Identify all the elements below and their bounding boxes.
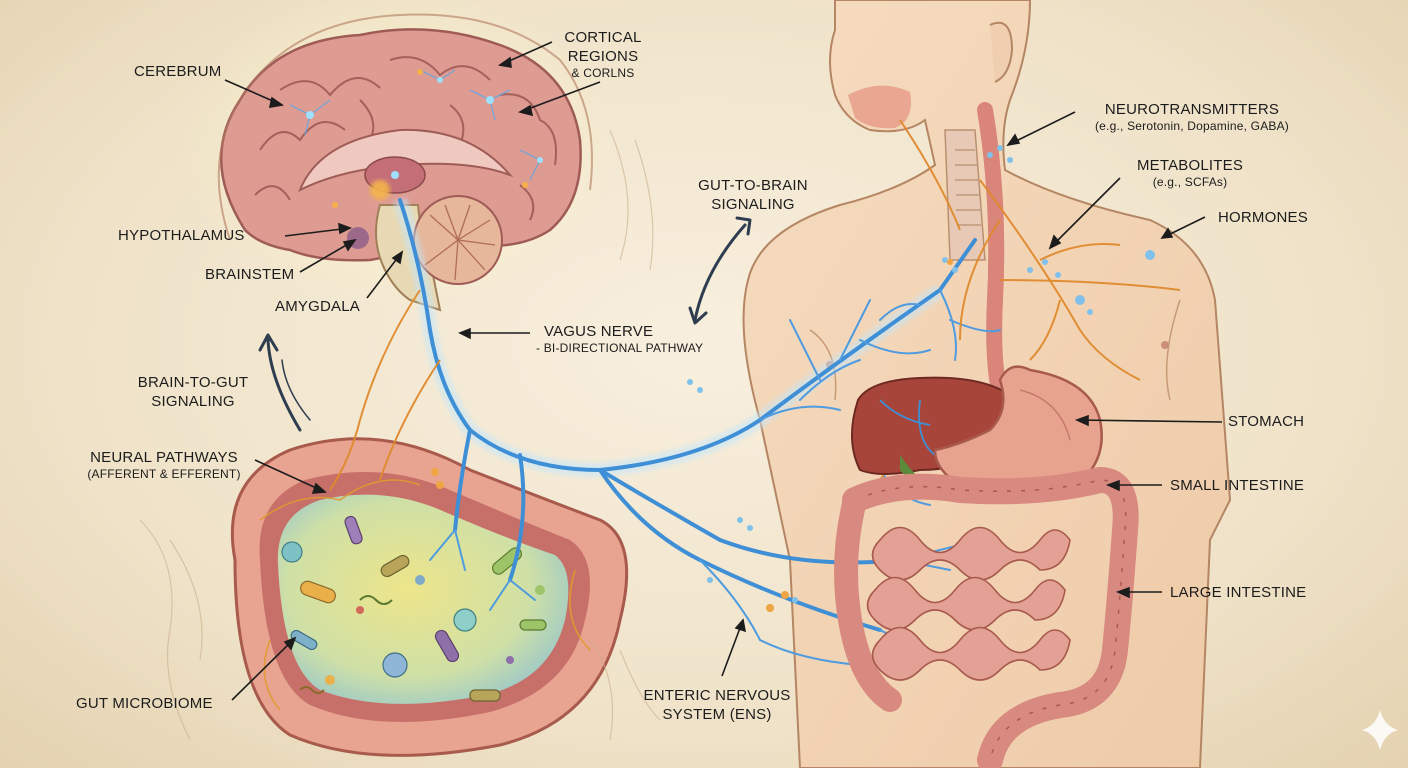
label-neurotransmitters-line2: (e.g., Serotonin, Dopamine, GABA) [1094,119,1290,133]
label-metabolites: METABOLITES (e.g., SCFAs) [1125,156,1255,190]
digestive-organs [834,365,1139,768]
label-neurotransmitters-line1: NEUROTRANSMITTERS [1104,101,1280,118]
brain [180,0,620,312]
label-amygdala: AMYGDALA [275,298,360,315]
leader-arrows [224,41,1223,701]
label-gut-to-brain-line1: GUT-TO-BRAIN [698,177,808,194]
label-vagus-line2: - BI-DIRECTIONAL PATHWAY [536,341,704,355]
label-neurotransmitters: NEUROTRANSMITTERS (e.g., Serotonin, Dopa… [1062,100,1322,134]
label-neural-pathways-line2: (AFFERENT & EFFERENT) [87,467,241,481]
sparkle-icon [1362,710,1398,750]
label-brain-to-gut: BRAIN-TO-GUT SIGNALING [128,373,258,411]
ear [989,21,1014,83]
label-enteric-line2: SYSTEM (ENS) [662,706,772,723]
label-brainstem: BRAINSTEM [205,266,295,283]
label-metabolites-line2: (e.g., SCFAs) [1152,175,1228,189]
label-enteric-line1: ENTERIC NERVOUS [643,687,791,704]
label-cortical-line1: CORTICAL [564,29,642,46]
label-vagus-nerve: VAGUS NERVE - BI-DIRECTIONAL PATHWAY [536,322,703,356]
esophagus [977,102,1008,403]
label-gut-to-brain: GUT-TO-BRAIN SIGNALING [688,176,818,214]
label-vagus-line1: VAGUS NERVE [544,323,654,340]
small-intestine-shape [866,526,1071,681]
label-enteric-nervous-system: ENTERIC NERVOUS SYSTEM (ENS) [632,686,802,724]
mouth-cavity [848,85,911,129]
vagus-nerve [329,119,1181,666]
upward-arrow-icon [258,333,311,432]
label-neural-pathways: NEURAL PATHWAYS (AFFERENT & EFFERENT) [68,448,260,482]
label-large-intestine: LARGE INTESTINE [1170,584,1307,601]
gut-microbiome-section [230,437,629,757]
label-hypothalamus: HYPOTHALAMUS [118,227,245,244]
label-metabolites-line1: METABOLITES [1136,157,1244,174]
label-hormones: HORMONES [1218,209,1308,226]
label-cortical-regions: CORTICAL REGIONS & CORLNS [558,28,648,81]
label-neural-pathways-line1: NEURAL PATHWAYS [90,449,238,466]
sketch-decor [139,129,661,741]
gut-lumen [277,494,569,704]
label-cerebrum: CEREBRUM [134,63,222,80]
label-brain-to-gut-line2: SIGNALING [151,393,235,410]
bidirectional-arrow-icon [688,216,752,325]
label-cortical-line3: & CORLNS [571,66,635,80]
label-gut-to-brain-line2: SIGNALING [711,196,795,213]
label-cortical-line2: REGIONS [567,48,639,65]
label-brain-to-gut-line1: BRAIN-TO-GUT [137,374,249,391]
label-stomach: STOMACH [1228,413,1305,430]
label-gut-microbiome: GUT MICROBIOME [76,695,213,712]
bacteria [281,515,547,702]
label-small-intestine: SMALL INTESTINE [1170,477,1305,494]
